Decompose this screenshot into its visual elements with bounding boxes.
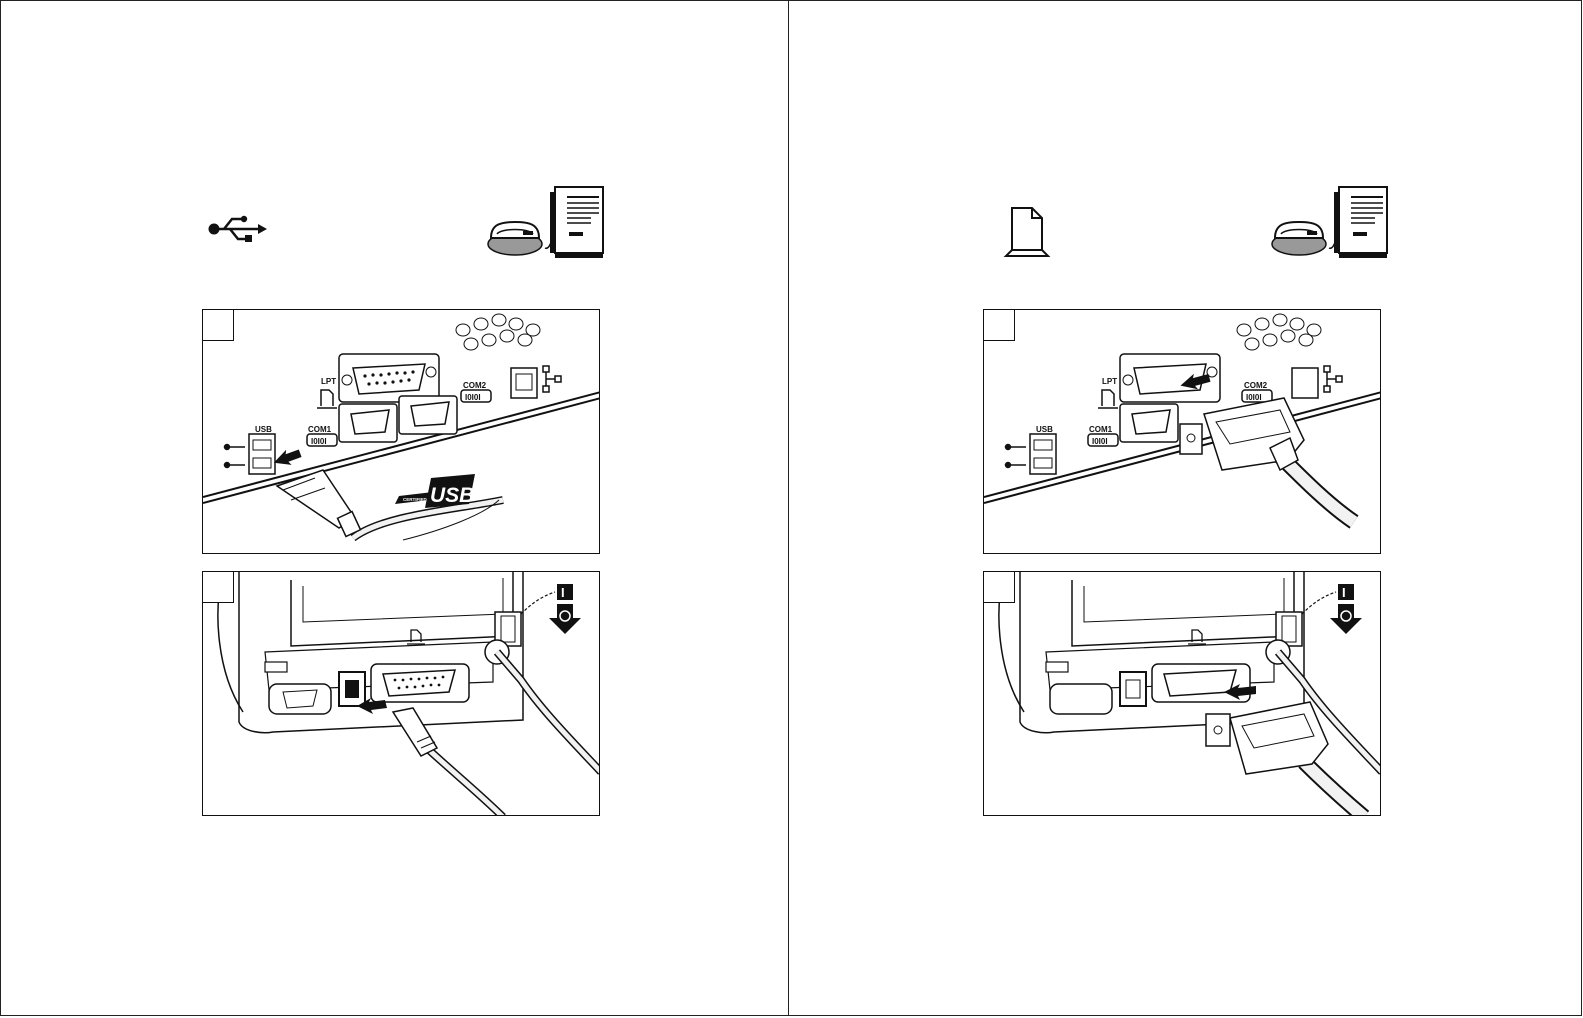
svg-text:I0I0I: I0I0I — [1246, 393, 1262, 402]
serial-port — [1049, 683, 1113, 715]
certified-usb-badge: CERTIFIED USB — [395, 474, 500, 541]
switch-on-label: I — [561, 585, 565, 600]
com2-label: COM2 — [463, 381, 487, 390]
insert-arrow — [1180, 373, 1211, 390]
right-page: LPT COM1 I0I0I COM2 I0I0I USB — [788, 0, 1582, 1016]
svg-text:I0I0I: I0I0I — [311, 437, 327, 446]
printer-computer-icon — [487, 186, 604, 258]
switch-on-label: I — [1342, 585, 1346, 600]
usb-label: USB — [255, 425, 272, 434]
vent-holes — [1236, 313, 1322, 351]
insert-arrow — [1224, 684, 1256, 700]
insert-arrow — [357, 698, 387, 714]
svg-text:CERTIFIED: CERTIFIED — [403, 497, 428, 502]
lpt-port — [338, 353, 440, 403]
parallel-cable — [1205, 701, 1370, 815]
parallel-port-icon — [1003, 207, 1051, 257]
step-2-panel: I — [202, 571, 600, 816]
parallel-port — [370, 663, 470, 703]
lpt-port — [1119, 353, 1221, 403]
ethernet-port — [1291, 367, 1319, 399]
switch-down-arrow — [549, 604, 581, 634]
network-icon — [542, 365, 562, 393]
svg-text:I0I0I: I0I0I — [1092, 437, 1108, 446]
printer-computer-icon — [1271, 186, 1388, 258]
usb-label: USB — [1036, 425, 1053, 434]
network-icon — [1323, 365, 1343, 393]
step-number-box — [984, 572, 1015, 603]
com1-label: COM1 — [1089, 425, 1113, 434]
svg-text:USB: USB — [430, 484, 474, 507]
usb-cable — [275, 469, 504, 542]
vent-holes — [455, 313, 541, 351]
svg-text:I0I0I: I0I0I — [465, 393, 481, 402]
insert-arrow — [273, 449, 302, 465]
com1-label: COM1 — [308, 425, 332, 434]
left-page: LPT COM1 I0I0I COM2 I0I0I USB — [0, 0, 789, 1016]
com-ports — [338, 395, 458, 443]
switch-down-arrow — [1330, 604, 1362, 634]
step-number-box — [203, 310, 234, 341]
com2-label: COM2 — [1244, 381, 1268, 390]
power-switch[interactable] — [1275, 611, 1303, 647]
usb-icon — [208, 215, 267, 242]
step-number-box — [203, 572, 234, 603]
step-1-panel: LPT COM1 I0I0I COM2 I0I0I USB — [202, 309, 600, 554]
parallel-cable — [1179, 397, 1359, 529]
step-2-panel: I — [983, 571, 1381, 816]
lpt-label: LPT — [321, 377, 336, 386]
usb-b-cable — [391, 707, 506, 815]
step-number-box — [984, 310, 1015, 341]
lpt-label: LPT — [1102, 377, 1117, 386]
step-1-panel: LPT COM1 I0I0I COM2 I0I0I USB — [983, 309, 1381, 554]
power-switch[interactable] — [494, 611, 522, 647]
